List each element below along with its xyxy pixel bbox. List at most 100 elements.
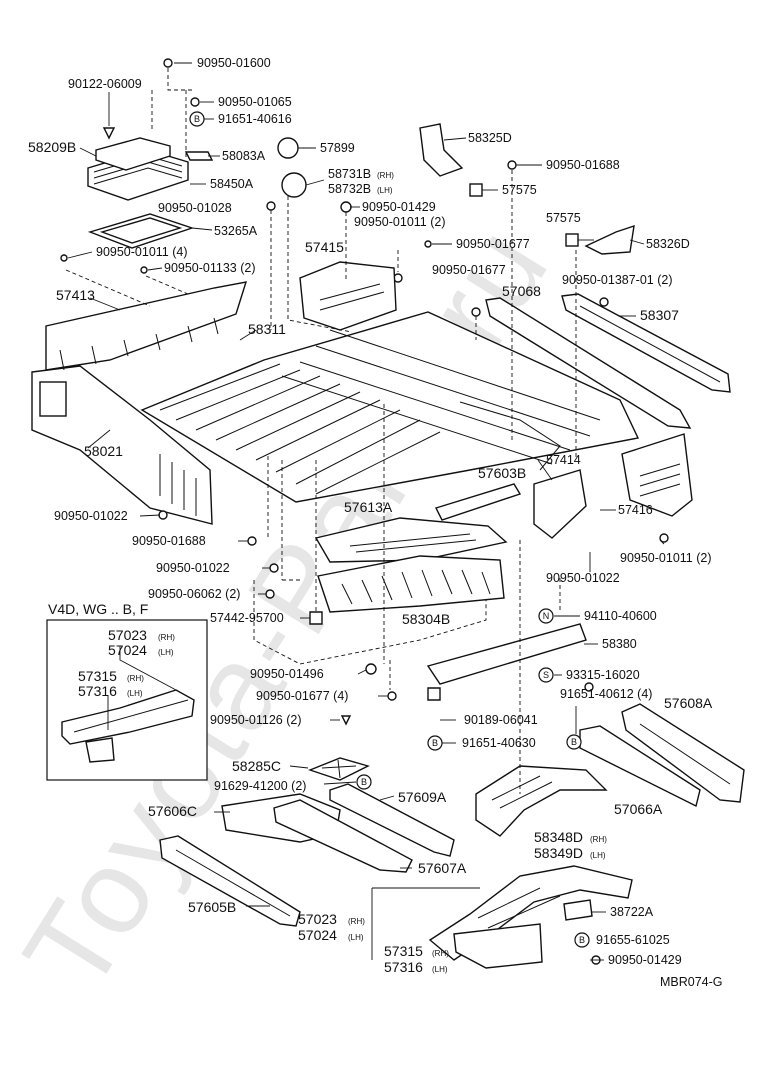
svg-text:(LH): (LH) [377, 186, 393, 195]
svg-text:B: B [194, 114, 200, 124]
label-58307: 58307 [640, 307, 679, 323]
label-57024-lower: 57024 [298, 927, 337, 943]
label-57415: 57415 [305, 239, 344, 255]
panel-57416 [621, 433, 693, 517]
label-57606c: 57606C [148, 803, 197, 819]
svg-text:(LH): (LH) [158, 648, 174, 657]
label-91629-41200-2: 91629-41200 (2) [214, 779, 306, 793]
inset-label-57315: 57315 [78, 668, 117, 684]
label-90950-01133-2: 90950-01133 (2) [164, 261, 256, 275]
label-58349d: 58349D [534, 845, 583, 861]
part-58285c [307, 757, 370, 781]
inset-variant-box [46, 619, 208, 781]
member-57603b [435, 483, 522, 521]
callout-b-2: B [427, 735, 443, 751]
svg-text:B: B [579, 935, 585, 945]
svg-text:(RH): (RH) [590, 835, 607, 844]
label-91651-40630: 91651-40630 [462, 736, 536, 750]
label-57575-a: 57575 [502, 183, 537, 197]
label-90950-01496: 90950-01496 [250, 667, 324, 681]
label-57605b: 57605B [188, 899, 236, 915]
callout-b-5: B [574, 932, 590, 948]
inset-label-57316: 57316 [78, 683, 117, 699]
member-57607a [273, 799, 413, 873]
callout-b-4: B [356, 774, 372, 790]
label-90189-06041: 90189-06041 [464, 713, 538, 727]
label-57609a: 57609A [398, 789, 447, 805]
label-90122-06009: 90122-06009 [68, 77, 142, 91]
rail-57068 [485, 297, 692, 429]
svg-text:(RH): (RH) [432, 949, 449, 958]
label-90950-01677-a: 90950-01677 [456, 237, 530, 251]
bracket-57415 [299, 261, 397, 331]
svg-text:(LH): (LH) [348, 933, 364, 942]
label-90950-01011-2-top: 90950-01011 (2) [354, 215, 446, 229]
label-90950-06062-2: 90950-06062 (2) [148, 587, 240, 601]
label-57068: 57068 [502, 283, 541, 299]
label-57414: 57414 [546, 453, 581, 467]
label-57416: 57416 [618, 503, 653, 517]
label-90950-01429-bottom: 90950-01429 [608, 953, 682, 967]
label-57899: 57899 [320, 141, 355, 155]
side-panel-58021 [31, 365, 213, 525]
label-90950-01028: 90950-01028 [158, 201, 232, 215]
label-57442-95700: 57442-95700 [210, 611, 284, 625]
svg-text:(RH): (RH) [377, 171, 394, 180]
label-90950-01600: 90950-01600 [197, 56, 271, 70]
diagram-code: MBR074-G [660, 975, 723, 989]
svg-text:B: B [432, 738, 438, 748]
label-57613a: 57613A [344, 499, 393, 515]
label-90950-01677-b: 90950-01677 [432, 263, 506, 277]
label-90950-01065: 90950-01065 [218, 95, 292, 109]
label-58021: 58021 [84, 443, 123, 459]
svg-text:(LH): (LH) [432, 965, 448, 974]
label-90950-01022-a: 90950-01022 [54, 509, 128, 523]
inset-label-57024: 57024 [108, 642, 147, 658]
callout-s: S [538, 667, 554, 683]
svg-text:N: N [543, 611, 550, 621]
member-57023-lower [428, 865, 633, 969]
small-fasteners-top [60, 58, 609, 317]
label-58348d: 58348D [534, 829, 583, 845]
label-57608a: 57608A [664, 695, 713, 711]
bracket-38722a [563, 899, 593, 921]
svg-text:(RH): (RH) [127, 674, 144, 683]
label-57023-lower: 57023 [298, 911, 337, 927]
svg-text:(LH): (LH) [127, 689, 143, 698]
label-93315-16020: 93315-16020 [566, 668, 640, 682]
bracket-58326d [584, 224, 635, 255]
inset-label-57023: 57023 [108, 627, 147, 643]
callout-n: N [538, 608, 554, 624]
bracket-57414 [533, 469, 587, 539]
label-57575-b: 57575 [546, 211, 581, 225]
label-94110-40600: 94110-40600 [584, 609, 657, 623]
label-58311: 58311 [248, 321, 286, 337]
label-90950-01022-b: 90950-01022 [546, 571, 620, 585]
dashed-reference-lines [65, 68, 577, 794]
label-58732b: 58732B [328, 182, 371, 196]
label-58209b: 58209B [28, 139, 76, 155]
member-57609a [329, 783, 455, 857]
label-90950-01429-top: 90950-01429 [362, 200, 436, 214]
svg-text:B: B [571, 737, 577, 747]
svg-text:(LH): (LH) [590, 851, 606, 860]
callout-b-3: B [566, 734, 582, 750]
label-90950-01022-c: 90950-01022 [156, 561, 230, 575]
label-53265a: 53265A [214, 224, 258, 238]
label-91651-40612-4: 91651-40612 (4) [560, 687, 652, 701]
label-90950-01011-2-b: 90950-01011 (2) [620, 551, 712, 565]
label-58380: 58380 [602, 637, 637, 651]
member-58304b [317, 555, 505, 613]
label-57316-lower: 57316 [384, 959, 423, 975]
svg-text:(RH): (RH) [158, 633, 175, 642]
member-57413 [45, 281, 248, 371]
label-57315-lower: 57315 [384, 943, 423, 959]
label-91651-40616: 91651-40616 [218, 112, 292, 126]
housing-58348d [475, 765, 608, 837]
label-90950-01387-01: 90950-01387-01 (2) [562, 273, 673, 287]
label-90950-01011-4: 90950-01011 (4) [96, 245, 188, 259]
gasket-53265a [87, 213, 195, 249]
part-labels: 90950-01600 90122-06009 90950-01065 9165… [28, 56, 713, 975]
label-57603b: 57603B [478, 465, 526, 481]
